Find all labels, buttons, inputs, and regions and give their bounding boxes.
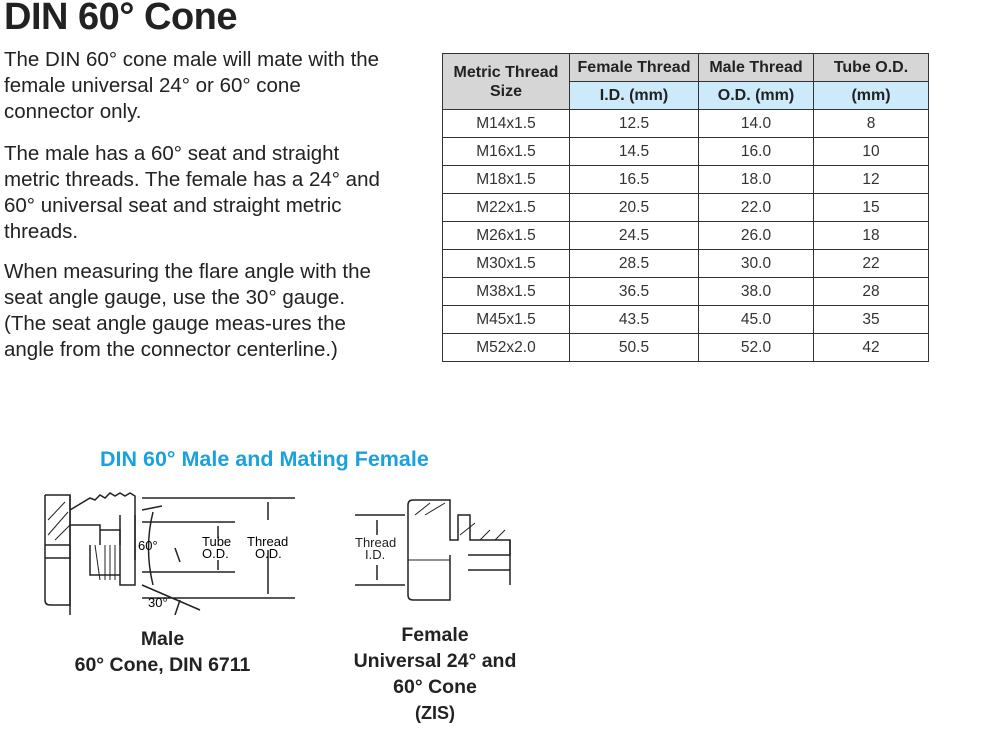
table-cell: 36.5 <box>569 277 699 306</box>
table-cell: 50.5 <box>569 333 699 362</box>
table-cell: 38.0 <box>698 277 814 306</box>
intro-paragraph: The DIN 60° cone male will mate with the… <box>4 48 380 123</box>
male-caption-line-2: 60° Cone, DIN 6711 <box>74 654 251 676</box>
angle-60-label: 60° <box>138 538 158 553</box>
table-cell: 18 <box>813 221 929 250</box>
seat-paragraph: The male has a 60° seat and straight met… <box>4 142 380 243</box>
male-fitting-diagram <box>44 492 295 615</box>
table-cell: M18x1.5 <box>442 165 570 194</box>
table-cell: 24.5 <box>569 221 699 250</box>
table-cell: M26x1.5 <box>442 221 570 250</box>
table-cell: 16.0 <box>698 137 814 166</box>
table-cell: 45.0 <box>698 305 814 334</box>
thread-id-label-1: Thread <box>355 535 396 550</box>
table-cell: M14x1.5 <box>442 109 570 138</box>
table-cell: M38x1.5 <box>442 277 570 306</box>
tube-od-label-2: O.D. <box>202 546 229 561</box>
table-cell: 42 <box>813 333 929 362</box>
thread-od-label-2: O.D. <box>255 546 282 561</box>
male-caption-line-1: Male <box>140 628 185 650</box>
table-cell: 52.0 <box>698 333 814 362</box>
table-cell: 12 <box>813 165 929 194</box>
subheader-tube-mm: (mm) <box>813 81 929 110</box>
table-cell: 14.0 <box>698 109 814 138</box>
table-cell: M30x1.5 <box>442 249 570 278</box>
subheader-male-od: O.D. (mm) <box>698 81 814 110</box>
header-metric-thread-size: Metric Thread Size <box>442 53 570 110</box>
table-cell: 16.5 <box>569 165 699 194</box>
page-title: DIN 60° Cone <box>4 0 238 38</box>
table-cell: M45x1.5 <box>442 305 570 334</box>
table-cell: 26.0 <box>698 221 814 250</box>
table-cell: 43.5 <box>569 305 699 334</box>
table-cell: 30.0 <box>698 249 814 278</box>
table-cell: 28 <box>813 277 929 306</box>
thread-size-table: Metric Thread Size Female Thread Male Th… <box>442 53 929 362</box>
angle-30-label: 30° <box>148 595 168 610</box>
table-cell: 10 <box>813 137 929 166</box>
header-tube-od: Tube O.D. <box>813 53 929 82</box>
table-cell: 22 <box>813 249 929 278</box>
table-cell: 28.5 <box>569 249 699 278</box>
gauge-paragraph: When measuring the flare angle with the … <box>4 260 371 361</box>
thread-id-label-2: I.D. <box>365 547 385 562</box>
table-cell: 22.0 <box>698 193 814 222</box>
table-cell: 8 <box>813 109 929 138</box>
thread-od-label-1: Thread <box>247 534 288 549</box>
table-cell: 20.5 <box>569 193 699 222</box>
table-cell: 15 <box>813 193 929 222</box>
table-cell: M52x2.0 <box>442 333 570 362</box>
table-cell: M16x1.5 <box>442 137 570 166</box>
subheader-female-id: I.D. (mm) <box>569 81 699 110</box>
female-fitting-diagram: Thread I.D. <box>355 499 511 601</box>
header-female-thread: Female Thread <box>569 53 699 82</box>
table-cell: 14.5 <box>569 137 699 166</box>
male-caption: Male 60° Cone, DIN 6711 <box>50 626 275 678</box>
table-cell: 35 <box>813 305 929 334</box>
table-cell: 18.0 <box>698 165 814 194</box>
header-male-thread: Male Thread <box>698 53 814 82</box>
table-cell: M22x1.5 <box>442 193 570 222</box>
female-caption-line-4: (ZIS) <box>415 703 455 723</box>
female-caption-line-2: Universal 24° and <box>353 650 517 672</box>
female-caption-line-3: 60° Cone <box>393 676 477 698</box>
female-caption-line-1: Female <box>401 624 469 646</box>
diagram-title: DIN 60° Male and Mating Female <box>100 447 429 471</box>
table-cell: 12.5 <box>569 109 699 138</box>
female-caption: Female Universal 24° and 60° Cone (ZIS) <box>330 622 540 726</box>
tube-od-label-1: Tube <box>202 534 231 549</box>
